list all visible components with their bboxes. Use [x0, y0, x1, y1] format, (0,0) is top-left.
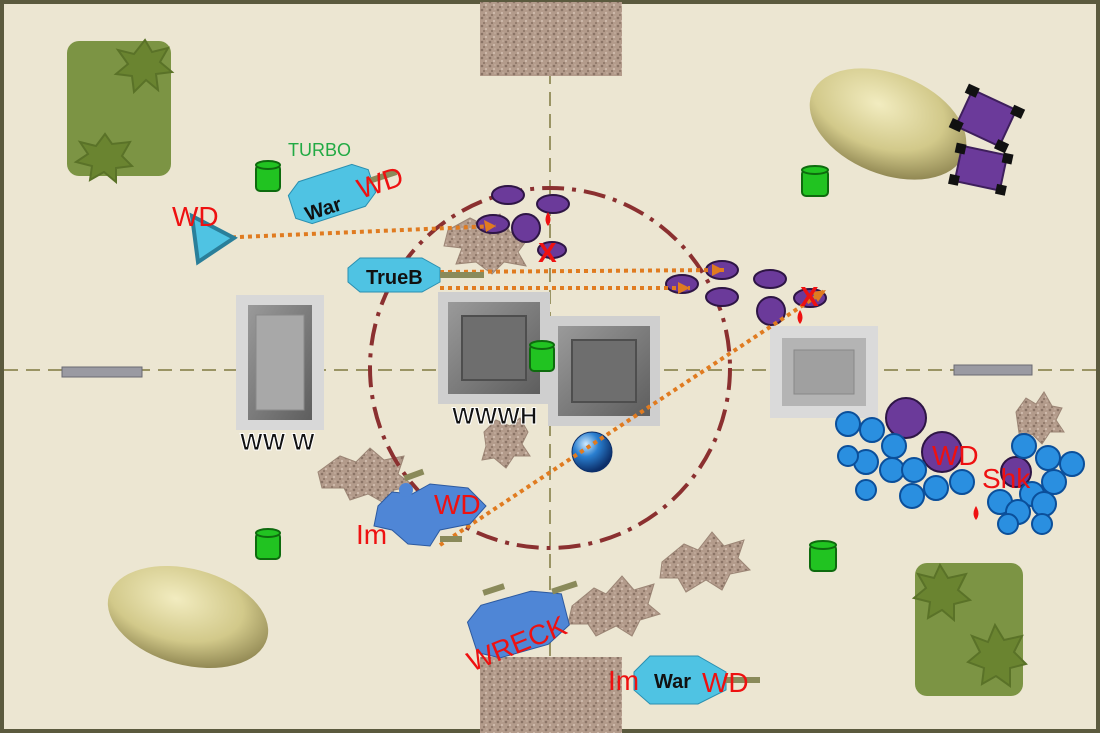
objective-5: [809, 540, 837, 572]
building-right: [770, 326, 878, 418]
ruin-bottom-center: [480, 657, 622, 733]
x-mid-marker: X: [538, 237, 557, 268]
objective-3: [529, 340, 555, 372]
scout-triangle-unit[interactable]: [189, 212, 238, 266]
building-left: [236, 295, 324, 430]
woods-bottom-right: [911, 562, 1028, 696]
enemy-vehicles-top-right[interactable]: [948, 83, 1026, 196]
movement-arrowheads: [484, 220, 826, 302]
objective-4: [255, 528, 281, 560]
wwwh-label: WWWH: [452, 403, 537, 430]
vehicle-wreck[interactable]: [459, 562, 592, 666]
turbo-label: TURBO: [288, 140, 351, 160]
hill-top-right: [809, 68, 967, 180]
ww-w-label: WW W: [240, 429, 315, 456]
vehicle-war-bottom[interactable]: [633, 655, 760, 705]
objective-2: [801, 165, 829, 197]
ruin-top-center: [480, 2, 622, 76]
objective-1: [255, 160, 281, 192]
casualty-markers: [545, 212, 979, 520]
wd-left-label: WD: [172, 201, 219, 232]
hill-bottom-left: [107, 566, 269, 668]
vehicle-trueb[interactable]: [347, 257, 484, 293]
woods-top-left: [67, 38, 175, 185]
objective-markers: [255, 160, 837, 572]
vehicle-war-top[interactable]: [285, 152, 403, 228]
vehicle-trueb-label: TrueB: [366, 267, 423, 289]
vehicle-im-left[interactable]: [373, 468, 487, 547]
wd-im-label: WD: [434, 489, 481, 520]
x-right-marker: X: [800, 281, 819, 312]
blue-orb-token[interactable]: [571, 431, 613, 473]
im-bottom-label: Im: [608, 665, 639, 696]
enemy-swarm-blue[interactable]: [835, 411, 1085, 535]
wd-swarm-label: WD: [932, 440, 979, 471]
im-left-label: Im: [356, 519, 387, 550]
wd-bottom-label: WD: [702, 667, 749, 698]
movement-lines: [215, 224, 828, 547]
barricade-left: [61, 366, 143, 378]
building-center-right: [548, 316, 660, 426]
barricade-right: [953, 364, 1033, 376]
vehicle-war-bottom-label: War: [654, 671, 691, 693]
shk-label: Shk: [982, 463, 1031, 494]
aura-range-circle: [368, 186, 732, 550]
